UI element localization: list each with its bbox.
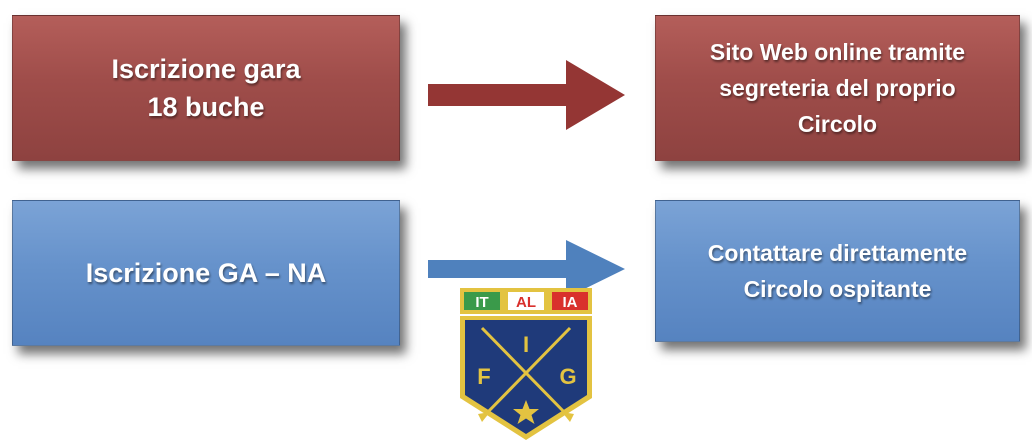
contattare-label: Contattare direttamente Circolo ospitant… [707, 240, 968, 302]
contattare-box: Contattare direttamente Circolo ospitant… [655, 200, 1020, 342]
iscrizione-gara-label: Iscrizione gara 18 buche [111, 54, 301, 122]
logo-letters-ia: IA [563, 294, 578, 311]
fig-golf-shield-icon: IT AL IA I F G [460, 288, 592, 440]
logo-letter-f: F [477, 364, 490, 389]
logo-letter-i: I [523, 332, 529, 357]
logo-letters-al: AL [516, 294, 536, 311]
iscrizione-gara-box: Iscrizione gara 18 buche [12, 15, 400, 161]
logo-letter-g: G [559, 364, 576, 389]
sito-web-box: Sito Web online tramite segreteria del p… [655, 15, 1020, 161]
arrow-right-icon [428, 60, 625, 130]
arrow-right-icon [428, 240, 625, 298]
iscrizione-ga-na-box: Iscrizione GA – NA [12, 200, 400, 346]
iscrizione-ga-na-label: Iscrizione GA – NA [85, 258, 327, 288]
sito-web-label: Sito Web online tramite segreteria del p… [709, 39, 966, 137]
logo-letters-it: IT [475, 294, 488, 311]
